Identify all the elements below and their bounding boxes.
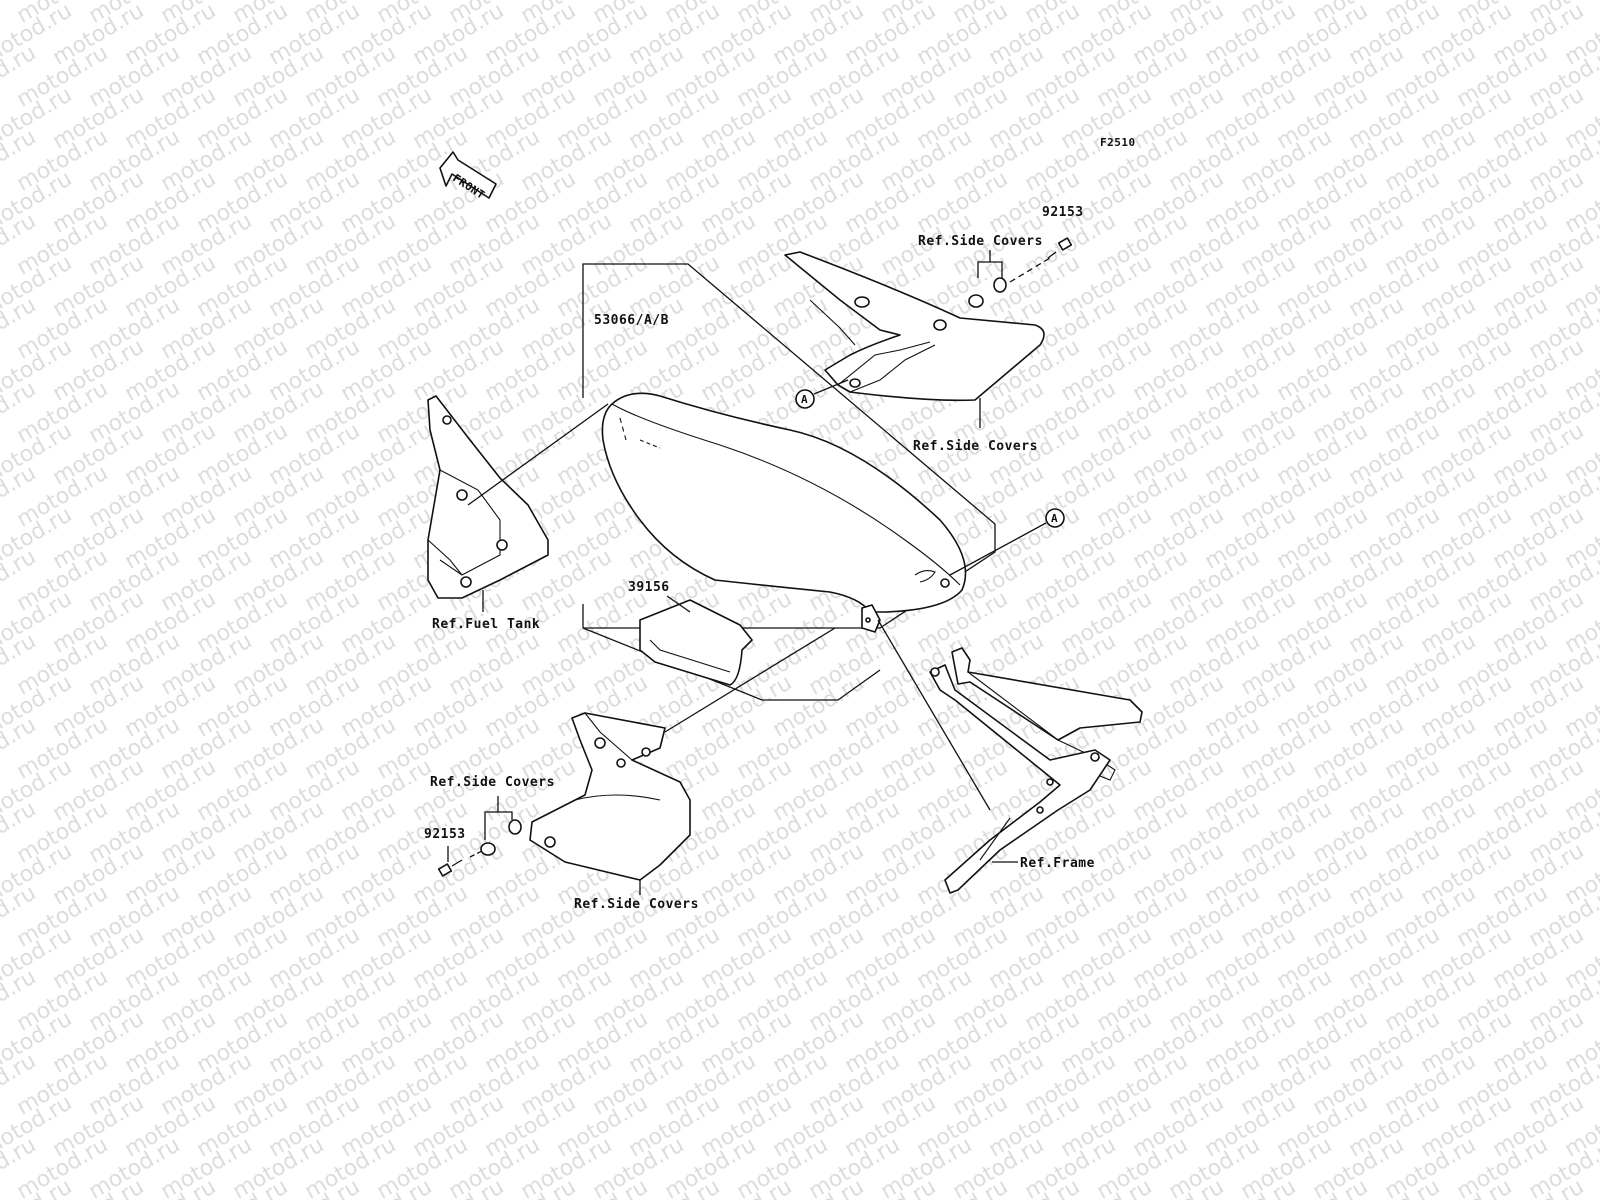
label-side-covers-bottom-lower: Ref.Side Covers (574, 897, 699, 912)
label-side-covers-top-upper: Ref.Side Covers (918, 234, 1043, 249)
label-side-covers-top-lower: Ref.Side Covers (913, 439, 1038, 454)
seat (601, 392, 967, 613)
label-bolt-bottom: 92153 (424, 827, 466, 842)
bottom-fasteners (437, 796, 641, 895)
bottom-washer-icon (480, 842, 496, 856)
label-side-covers-bottom-upper: Ref.Side Covers (430, 775, 555, 790)
label-frame: Ref.Frame (1020, 856, 1095, 871)
callout-a-lower: A (949, 508, 1065, 576)
label-pad-part: 39156 (628, 580, 670, 595)
frame-reference (929, 647, 1143, 894)
top-washer-icon (968, 294, 984, 308)
callout-a-lower-text: A (1051, 512, 1058, 525)
bottom-grommet-icon (508, 819, 522, 835)
front-arrow-icon: FRONT (439, 151, 497, 202)
bottom-side-cover (529, 627, 836, 881)
callout-a-upper: A (795, 379, 849, 409)
seat-pad: 39156 (628, 580, 753, 686)
fuel-tank-reference (427, 395, 609, 612)
figure-code: F2510 (1100, 136, 1136, 149)
top-grommet-icon (993, 277, 1007, 293)
label-seat-part: 53066/A/B (594, 313, 669, 328)
callout-a-upper-text: A (801, 393, 808, 406)
bottom-bolt-icon (437, 859, 463, 877)
top-bolt-icon (1047, 237, 1073, 259)
label-bolt-top: 92153 (1042, 205, 1084, 220)
top-side-cover (784, 251, 1045, 402)
top-fasteners (968, 237, 1073, 308)
label-fuel-tank: Ref.Fuel Tank (432, 617, 540, 632)
seat-rear-bracket (861, 604, 991, 811)
